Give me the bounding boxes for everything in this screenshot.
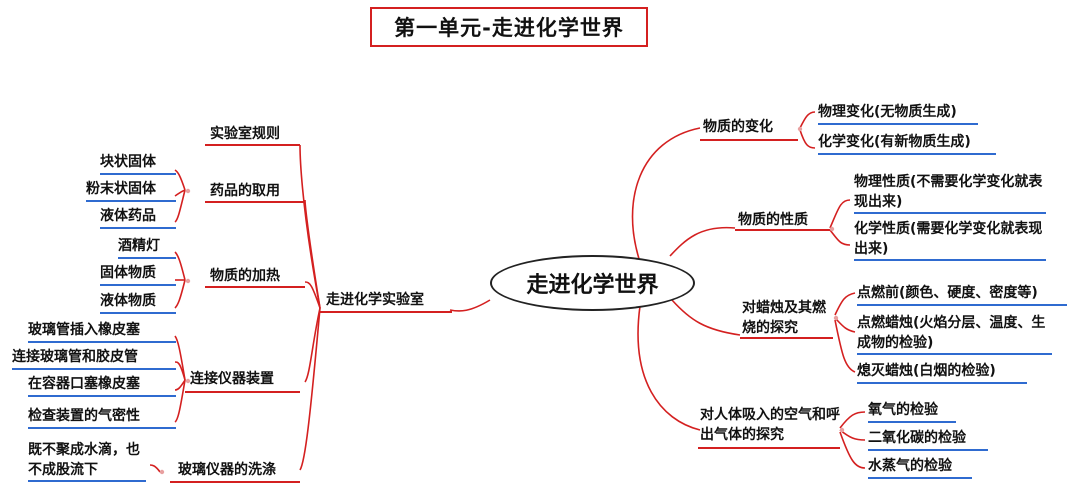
leaf-chemical-change[interactable]: 化学变化(有新物质生成): [818, 132, 996, 155]
node-drug-taking[interactable]: 药品的取用: [210, 183, 280, 199]
leaf-ignite-candle[interactable]: 点燃蜡烛(火焰分层、温度、生成物的检验): [857, 313, 1052, 355]
node-heating[interactable]: 物质的加热: [210, 268, 280, 284]
branch-candle[interactable]: 对蜡烛及其燃烧的探究: [742, 300, 826, 336]
leaf-connect-rubber-tube[interactable]: 连接玻璃管和胶皮管: [12, 347, 176, 370]
leaf-check-airtightness[interactable]: 检查装置的气密性: [28, 406, 176, 429]
branch-property[interactable]: 物质的性质: [738, 212, 808, 228]
leaf-powder-solid[interactable]: 粉末状固体: [86, 179, 176, 202]
node-washing[interactable]: 玻璃仪器的洗涤: [178, 462, 276, 478]
leaf-solid-substance[interactable]: 固体物质: [100, 263, 176, 286]
leaf-plug-stopper[interactable]: 在容器口塞橡皮塞: [28, 374, 176, 397]
leaf-clean-standard[interactable]: 既不聚成水滴，也不成股流下: [28, 440, 146, 482]
leaf-physical-property[interactable]: 物理性质(不需要化学变化就表现出来): [854, 172, 1046, 214]
leaf-block-solid[interactable]: 块状固体: [100, 152, 176, 175]
central-topic-node[interactable]: 走进化学世界: [490, 255, 695, 311]
page-title: 第一单元-走进化学世界: [370, 7, 648, 47]
leaf-co2-test[interactable]: 二氧化碳的检验: [868, 428, 988, 451]
node-lab-rules[interactable]: 实验室规则: [210, 126, 280, 142]
branch-breath[interactable]: 对人体吸入的空气和呼出气体的探究: [700, 407, 840, 443]
branch-lab[interactable]: 走进化学实验室: [326, 292, 424, 308]
leaf-insert-glass-tube[interactable]: 玻璃管插入橡皮塞: [28, 320, 176, 343]
leaf-liquid-substance[interactable]: 液体物质: [100, 291, 176, 314]
leaf-extinguish-candle[interactable]: 熄灭蜡烛(白烟的检验): [857, 361, 1027, 384]
leaf-water-vapor-test[interactable]: 水蒸气的检验: [868, 456, 972, 479]
leaf-liquid-drug[interactable]: 液体药品: [100, 206, 176, 229]
leaf-oxygen-test[interactable]: 氧气的检验: [868, 400, 956, 423]
node-connect-apparatus[interactable]: 连接仪器装置: [190, 371, 274, 387]
leaf-physical-change[interactable]: 物理变化(无物质生成): [818, 102, 978, 125]
leaf-alcohol-lamp[interactable]: 酒精灯: [118, 236, 176, 259]
leaf-chemical-property[interactable]: 化学性质(需要化学变化就表现出来): [854, 219, 1046, 261]
branch-change[interactable]: 物质的变化: [703, 119, 773, 135]
leaf-before-ignition[interactable]: 点燃前(颜色、硬度、密度等): [857, 283, 1067, 306]
